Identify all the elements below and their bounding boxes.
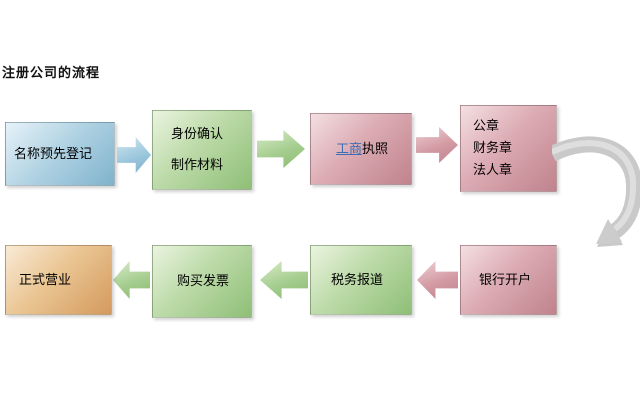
- flow-step-label: 购买发票: [177, 274, 230, 289]
- arrow-left-icon: [260, 261, 308, 299]
- flow-step-seals: 公章 财务章 法人章: [460, 105, 557, 192]
- arrow-left-icon: [417, 261, 458, 299]
- flow-step-label: 税务报道: [331, 272, 384, 288]
- page-title: 注册公司的流程: [2, 66, 101, 81]
- business-license-link[interactable]: 工商: [336, 141, 363, 157]
- flow-step-label: 公章: [473, 119, 500, 134]
- arrow-right-icon: [117, 137, 151, 173]
- flow-step-label: 制作材料: [171, 158, 224, 173]
- flow-step-label: 名称预先登记: [14, 146, 93, 162]
- arrow-right-icon: [416, 127, 458, 163]
- flow-step-name-registration: 名称预先登记: [5, 122, 115, 186]
- flow-step-label: 法人章: [473, 163, 513, 178]
- flow-step-bank-account: 银行开户: [460, 245, 557, 315]
- curved-arrow-icon: [548, 132, 640, 250]
- flow-step-label: 工商执照: [336, 139, 411, 160]
- flow-step-official-opening: 正式营业: [5, 245, 112, 315]
- flow-step-tax-registration: 税务报道: [310, 245, 412, 315]
- arrow-left-icon: [113, 261, 150, 299]
- flow-step-business-license: 工商执照: [310, 113, 412, 185]
- flow-step-label: 正式营业: [19, 272, 72, 288]
- arrow-right-icon: [257, 130, 305, 168]
- flow-step-label: 银行开户: [479, 272, 532, 288]
- flow-step-label: 身份确认: [171, 127, 224, 142]
- flow-step-buy-invoice: 购买发票: [152, 245, 252, 318]
- flow-step-identity-materials: 身份确认 制作材料: [152, 110, 252, 190]
- flow-step-label-suffix: 执照: [362, 141, 389, 157]
- flow-step-label: 财务章: [473, 141, 513, 156]
